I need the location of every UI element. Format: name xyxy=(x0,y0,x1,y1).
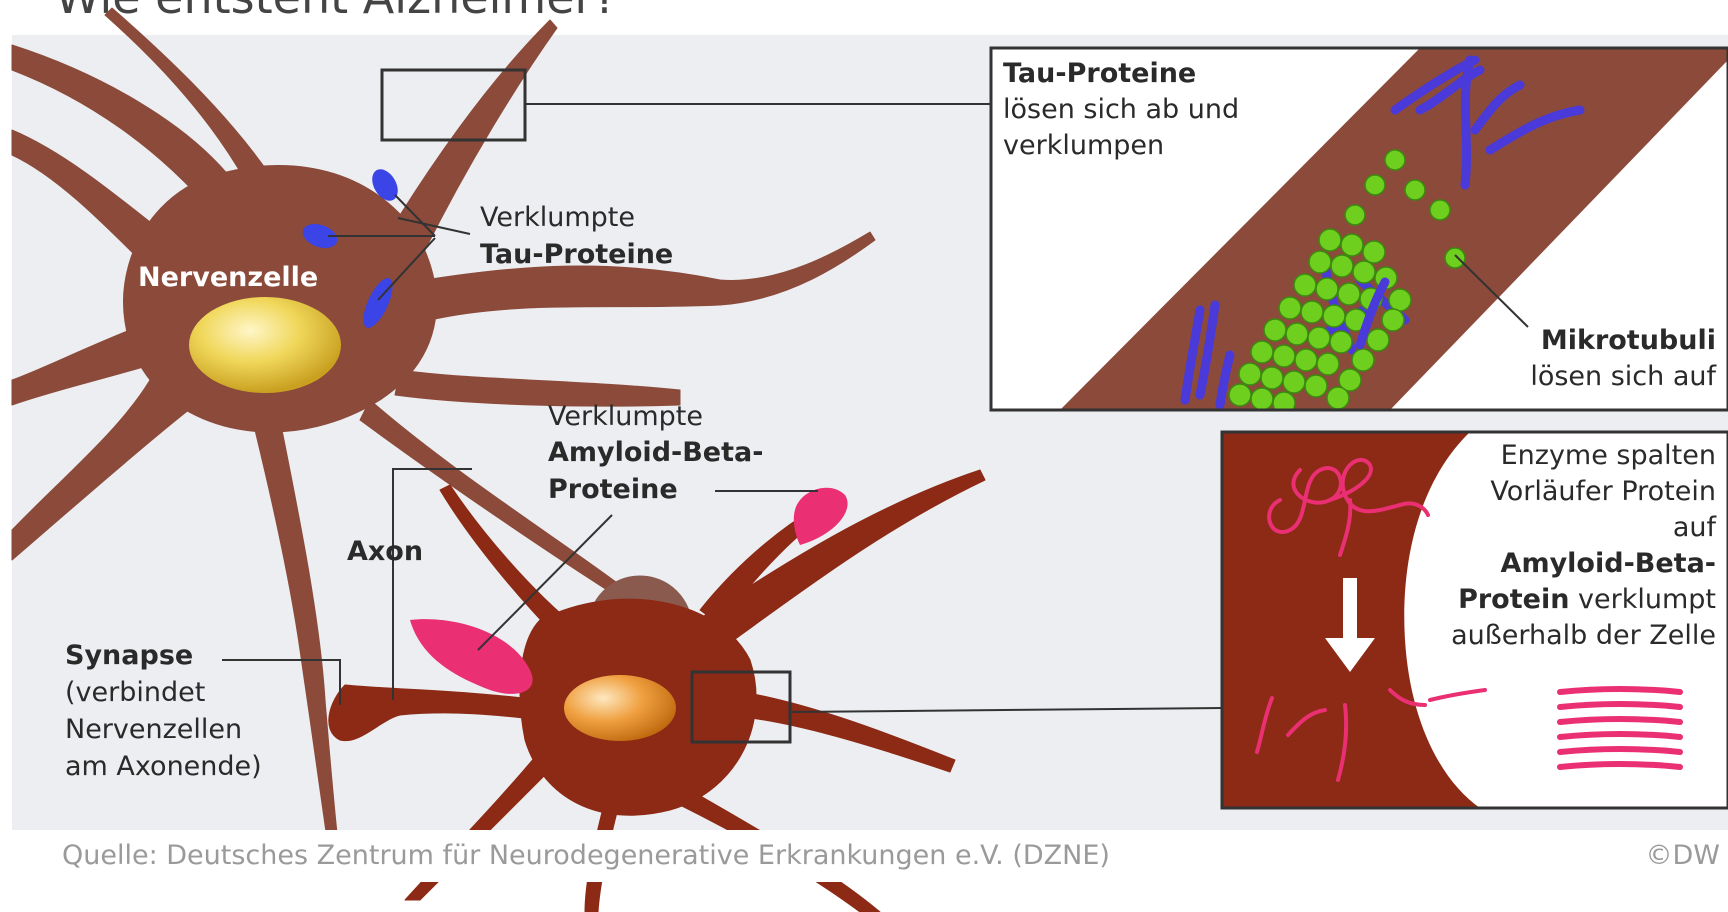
nucleus-upper xyxy=(189,297,341,393)
amyloid-box-line6: außerhalb der Zelle xyxy=(1451,617,1716,655)
mikrotubuli-label: Mikrotubuli xyxy=(1541,322,1716,360)
mikrotubuli-desc: lösen sich auf xyxy=(1530,358,1716,396)
copyright-text: ©DW xyxy=(1646,830,1721,882)
label-synapse-desc-3: am Axonende) xyxy=(65,748,262,786)
label-nervenzelle: Nervenzelle xyxy=(138,259,318,297)
label-synapse: Synapse xyxy=(65,637,193,675)
label-synapse-desc-1: (verbindet xyxy=(65,674,205,712)
amyloid-box-line1: Enzyme spalten xyxy=(1501,437,1716,475)
tau-box-line1: lösen sich ab und xyxy=(1003,91,1239,129)
label-tau-proteine: Tau-Proteine xyxy=(480,236,673,274)
tau-box-heading: Tau-Proteine xyxy=(1003,55,1196,93)
source-text: Quelle: Deutsches Zentrum für Neurodegen… xyxy=(62,830,1110,882)
source-bar: Quelle: Deutsches Zentrum für Neurodegen… xyxy=(50,830,1728,882)
amyloid-box-line4: Amyloid-Beta- xyxy=(1501,545,1716,583)
amyloid-box-line5: Protein verklumpt xyxy=(1458,581,1716,619)
amyloid-box-line2: Vorläufer Protein xyxy=(1490,473,1716,511)
label-verklumpte-tau: Verklumpte xyxy=(480,199,635,237)
label-synapse-desc-2: Nervenzellen xyxy=(65,711,242,749)
label-proteine: Proteine xyxy=(548,471,678,509)
amyloid-box-line3: auf xyxy=(1673,509,1716,547)
amyloid-box-protein: Protein xyxy=(1458,584,1569,615)
tau-box-line2: verklumpen xyxy=(1003,127,1164,165)
amyloid-box-verklumpt: verklumpt xyxy=(1569,584,1716,615)
nucleus-lower xyxy=(564,675,676,741)
label-axon: Axon xyxy=(347,533,423,571)
label-verklumpte-amyloid: Verklumpte xyxy=(548,398,703,436)
label-amyloid-beta: Amyloid-Beta- xyxy=(548,434,763,472)
